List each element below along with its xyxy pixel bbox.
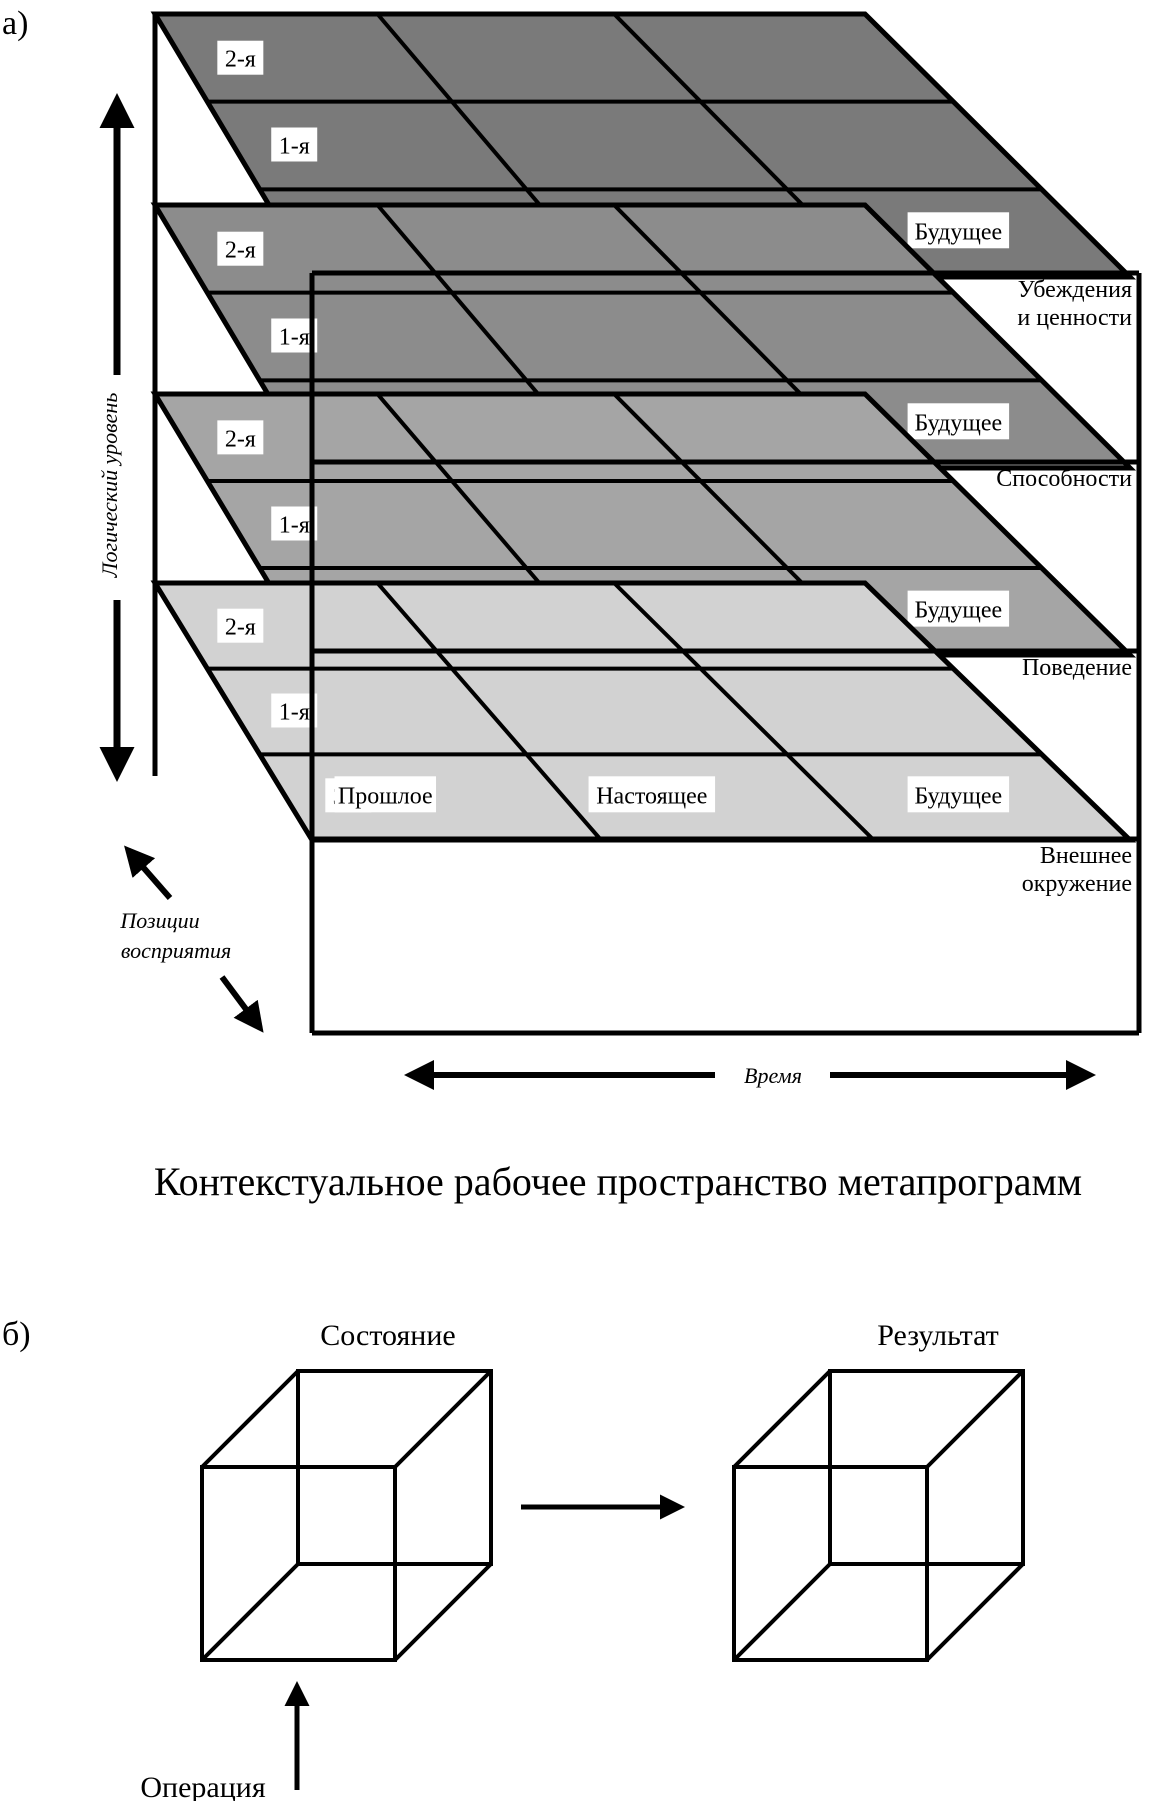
- part-a-label: а): [2, 5, 28, 42]
- layer-name: Поведение: [1022, 655, 1132, 681]
- time-label: Настоящее: [596, 783, 707, 809]
- perceptual-positions-axis: Позиции восприятия: [119, 845, 264, 1033]
- time-label-box: [907, 776, 1010, 813]
- layer-name-line: и ценности: [1017, 305, 1132, 331]
- perceptual-positions-label-1: Позиции: [119, 908, 199, 933]
- perceptual-positions-arrow: [124, 845, 173, 900]
- part-b-label: б): [2, 1316, 31, 1353]
- grid-line: [612, 581, 876, 842]
- position-label: 2-я: [225, 426, 256, 452]
- position-label-box: [271, 127, 318, 162]
- layer-name: Способности: [996, 466, 1132, 492]
- time-label: Будущее: [915, 219, 1003, 245]
- grid-line: [375, 581, 603, 842]
- layer-name-line: Поведение: [1022, 655, 1132, 681]
- position-label: 1-я: [279, 134, 310, 160]
- perceptual-positions-label-2: восприятия: [121, 938, 231, 963]
- operation-label: Операция: [140, 1771, 265, 1801]
- position-label-box: [217, 420, 264, 455]
- position-label: 1-я: [279, 700, 310, 726]
- time-label-box: [588, 776, 716, 813]
- position-label: 1-я: [279, 513, 310, 539]
- position-label: 1-я: [279, 325, 310, 351]
- position-label-box: [217, 40, 264, 75]
- position-label: 2-я: [225, 47, 256, 73]
- time-label: Прошлое: [338, 783, 433, 809]
- time-label: Будущее: [915, 410, 1003, 436]
- time-label-box: [907, 590, 1010, 627]
- state-cube: [200, 1369, 493, 1662]
- diagram-title: Контекстуальное рабочее пространство мет…: [154, 1159, 1082, 1204]
- position-label: 2-я: [225, 615, 256, 641]
- layer-name-line: Убеждения: [1018, 277, 1132, 303]
- perceptual-positions-arrow: [219, 975, 264, 1033]
- logical-level-label: Логический уровень: [97, 393, 122, 579]
- position-label-box: [217, 231, 264, 266]
- time-label: Будущее: [915, 783, 1003, 809]
- time-label-box: [907, 212, 1010, 249]
- time-label: Время: [744, 1063, 802, 1088]
- position-label: 2-я: [225, 238, 256, 264]
- layer-name-line: Способности: [996, 466, 1132, 492]
- state-label: Состояние: [320, 1319, 455, 1352]
- position-label-box: [217, 608, 264, 643]
- time-label-box: [334, 776, 437, 813]
- result-cube: [732, 1369, 1025, 1662]
- time-label: Будущее: [915, 598, 1003, 624]
- layer-name-line: Внешнее: [1040, 843, 1132, 869]
- time-label-box: [907, 403, 1010, 440]
- result-label: Результат: [877, 1319, 999, 1352]
- context-cube: 2-я1-я3-яПрошлоеНастоящееБудущееУбеждени…: [150, 11, 1142, 1036]
- layer-name-line: окружение: [1022, 871, 1132, 897]
- time-axis: Время: [404, 1060, 1096, 1090]
- logical-level-axis: Логический уровень: [97, 93, 135, 782]
